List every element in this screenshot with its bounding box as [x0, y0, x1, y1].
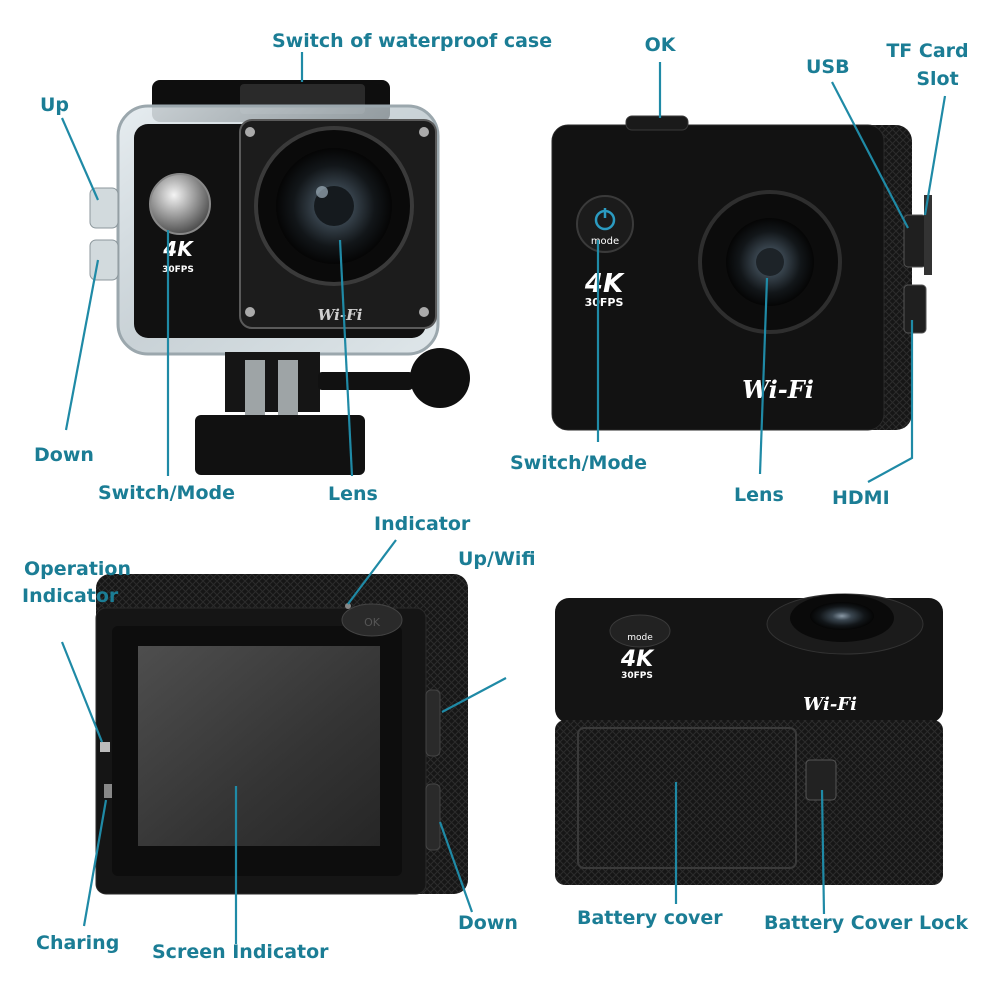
waterproof-case-camera: 4K 30FPS Wi-Fi: [89, 80, 470, 475]
label-charing: Charing: [36, 932, 120, 954]
label-tf-card-slot: Slot: [916, 68, 959, 90]
leader-up-wifi: [441, 677, 507, 713]
label-up-wifi: Up/Wifi: [458, 548, 536, 570]
label-hdmi: HDMI: [832, 487, 890, 509]
label-down: Down: [34, 444, 94, 466]
leader-battery-cover-lock: [820, 789, 826, 915]
side-mode-mark: mode: [627, 633, 653, 643]
leader-usb: [831, 81, 909, 229]
side-fps-mark: 30FPS: [621, 671, 653, 681]
leader-lens-front: [758, 277, 769, 475]
label-switch-mode-case: Switch/Mode: [98, 482, 236, 504]
front-fps-mark: 30FPS: [585, 296, 624, 309]
label-battery-cover-lock: Battery Cover Lock: [764, 912, 969, 934]
back-ok-mark: OK: [364, 616, 381, 629]
side-wifi-mark: Wi-Fi: [803, 694, 857, 715]
leader-down-back: [438, 821, 474, 913]
label-screen-indicator: Screen Indicator: [152, 941, 329, 963]
label-lens-case: Lens: [328, 483, 378, 505]
label-down-back: Down: [458, 912, 518, 934]
camera-side-view: mode 4K 30FPS Wi-Fi: [555, 593, 943, 885]
front-wifi-mark: Wi-Fi: [742, 375, 814, 404]
leader-tf-card: [923, 95, 947, 216]
leader-charing: [82, 799, 108, 927]
label-ok: OK: [644, 34, 676, 56]
leader-indicator: [347, 539, 397, 605]
label-switch-mode-front: Switch/Mode: [510, 452, 648, 474]
leader-operation-indicator: [60, 641, 104, 743]
leader-down: [64, 259, 100, 431]
leader-lens-case: [338, 239, 354, 477]
leader-lines: [60, 52, 947, 944]
camera-back-view: OK: [95, 574, 468, 895]
label-operation: Operation: [24, 558, 132, 580]
case-wifi-mark: Wi-Fi: [318, 306, 363, 324]
label-up: Up: [40, 94, 70, 116]
label-indicator: Indicator: [374, 513, 471, 535]
label-operation-indicator: Indicator: [22, 585, 119, 607]
front-mode-mark: mode: [591, 236, 619, 247]
label-tf-card: TF Card: [886, 40, 969, 62]
camera-front-view: mode 4K 30FPS Wi-Fi: [551, 115, 932, 431]
side-4k-mark: 4K: [620, 647, 655, 672]
label-battery-cover: Battery cover: [577, 907, 723, 929]
case-fps-mark: 30FPS: [162, 265, 194, 275]
leader-up: [60, 117, 100, 201]
label-lens-front: Lens: [734, 484, 784, 506]
label-usb: USB: [806, 56, 850, 78]
label-switch-of-waterproof-case: Switch of waterproof case: [272, 30, 553, 52]
front-4k-mark: 4K: [584, 269, 625, 299]
leader-hdmi: [867, 320, 914, 483]
